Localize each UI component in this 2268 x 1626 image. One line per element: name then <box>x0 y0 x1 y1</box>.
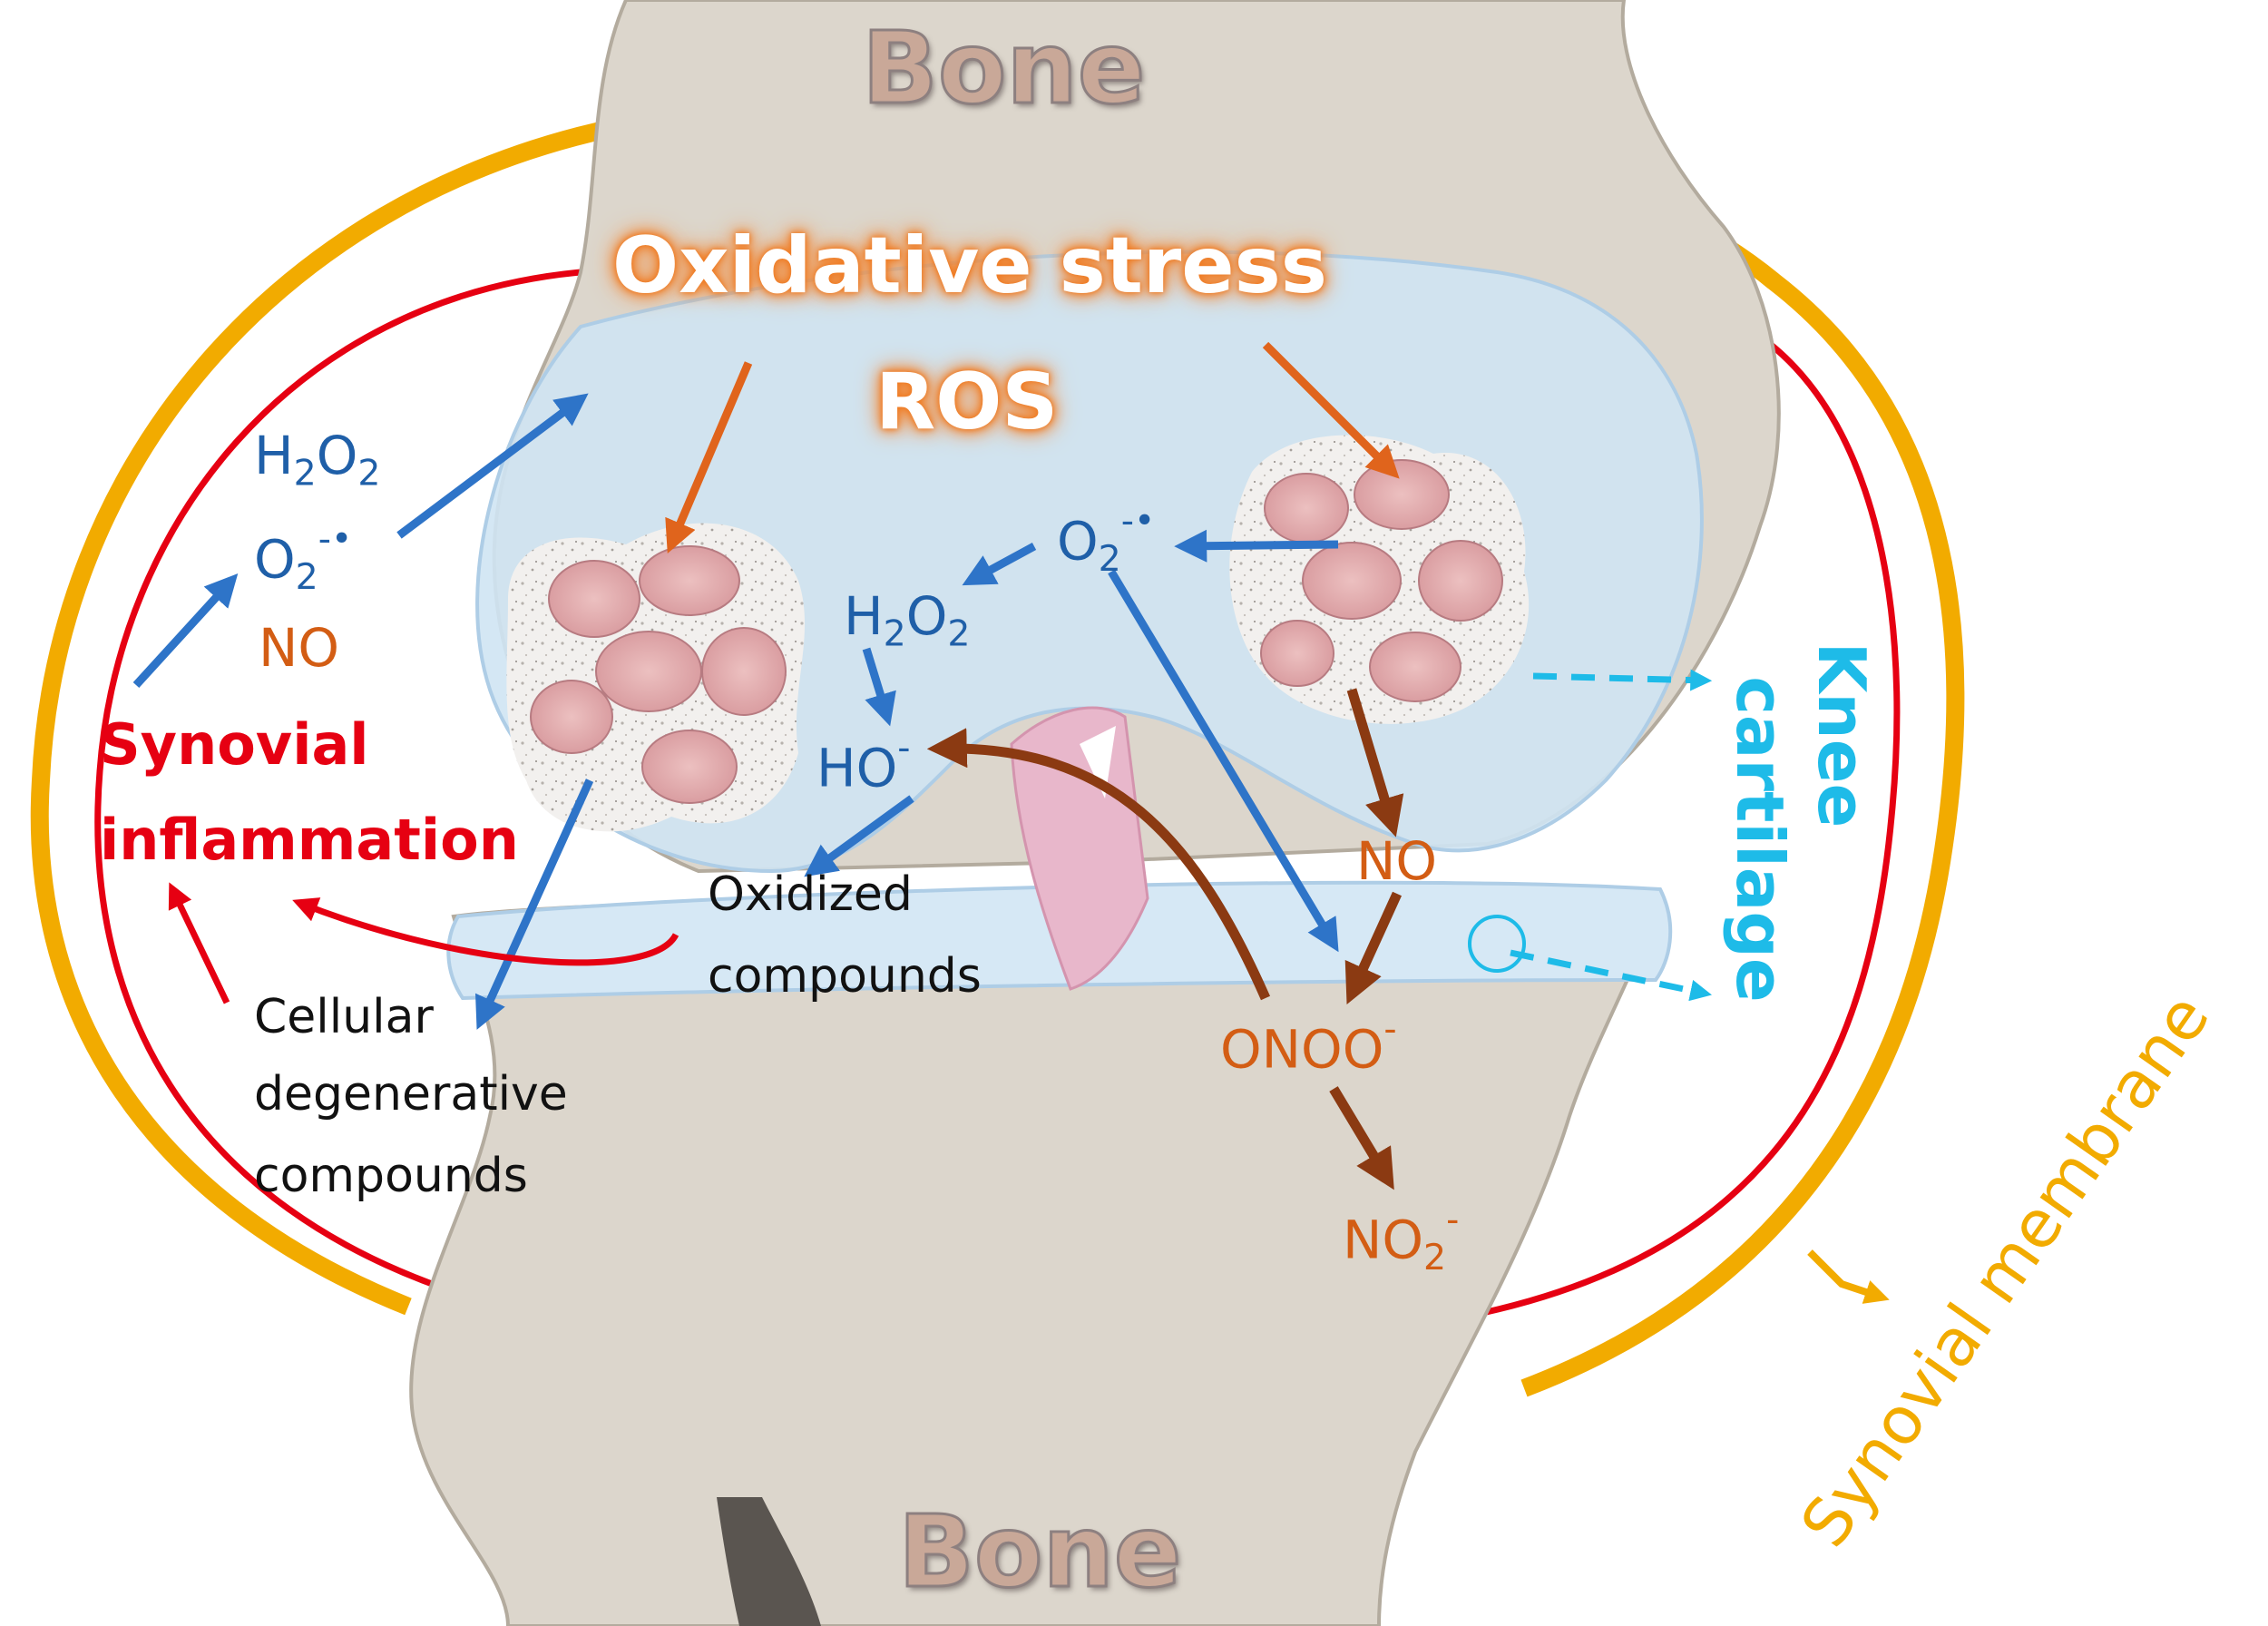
superoxide-label-center: O2-• <box>1057 500 1156 581</box>
oxidative-stress-title: Oxidative stress <box>612 220 1327 311</box>
cartilage-pointer-upper <box>1532 669 1713 691</box>
oxidized-to-inflammation-arrow <box>292 897 679 966</box>
peroxynitrite-to-hydroxyl-arrow <box>926 728 1271 1001</box>
h2o2-to-hydroxyl-arrow <box>862 647 896 727</box>
ros-to-cartilage-arrow <box>396 393 589 539</box>
ligament-gap <box>1080 726 1116 798</box>
fibula-shadow <box>717 1497 821 1626</box>
cellular-degenerative-label-line1: Cellular <box>254 990 434 1044</box>
ros-to-left-cells-arrow <box>665 361 753 553</box>
h2o2-label-center: H2O2 <box>844 585 971 655</box>
synovial-membrane-pointer <box>1807 1249 1890 1304</box>
h2o2-label-left: H2O2 <box>254 425 381 495</box>
chondrocyte-cluster-right <box>1229 435 1530 724</box>
nitric-oxide-label-left: NO <box>259 617 340 679</box>
nitrite-label: NO2- <box>1343 1199 1460 1279</box>
hydroxyl-to-oxidized-arrow <box>804 795 914 877</box>
no-to-peroxynitrite-arrow <box>1344 891 1403 1005</box>
superoxide-to-h2o2-arrow <box>962 543 1037 586</box>
synovial-inflammation-label-line2: inflammation <box>100 807 519 873</box>
peroxynitrite-to-nitrite-arrow <box>1329 1086 1394 1190</box>
cellular-degenerative-label-line3: compounds <box>254 1149 528 1203</box>
cartilage-label: cartilage <box>1722 676 1798 1003</box>
oxidized-compounds-label-line2: compounds <box>708 949 982 1004</box>
cartilage-pointer-lower <box>1510 949 1712 1002</box>
degenerative-to-inflammation-arrow <box>168 882 230 1004</box>
superoxide-label-left: O2-• <box>254 518 353 599</box>
cells-to-no-arrow <box>1346 688 1404 837</box>
cells-to-degenerative-arrow <box>474 779 594 1030</box>
cruciate-ligament <box>1010 706 1149 991</box>
bone-label-top: Bone <box>860 10 1146 126</box>
nitric-oxide-label-right: NO <box>1356 830 1438 892</box>
hydroxyl-label: HO- <box>816 727 911 799</box>
cellular-degenerative-label-line2: degenerative <box>254 1067 568 1122</box>
cartilage-pointer-origin <box>1468 915 1526 973</box>
ros-title: ROS <box>875 357 1059 447</box>
inflammation-to-ros-arrow <box>132 573 239 689</box>
ros-to-right-cells-arrow <box>1262 341 1400 479</box>
cells-to-superoxide-arrow <box>1174 529 1339 563</box>
oxidized-compounds-label-line1: Oxidized <box>708 867 913 922</box>
bone-label-bottom: Bone <box>896 1494 1182 1610</box>
peroxynitrite-label: ONOO- <box>1220 1008 1397 1081</box>
superoxide-to-peroxynitrite-arrow <box>1108 569 1339 953</box>
knee-label: Knee <box>1804 642 1880 828</box>
chondrocyte-cluster-left <box>506 523 806 832</box>
synovial-inflammation-label-line1: Synovial <box>100 711 369 778</box>
